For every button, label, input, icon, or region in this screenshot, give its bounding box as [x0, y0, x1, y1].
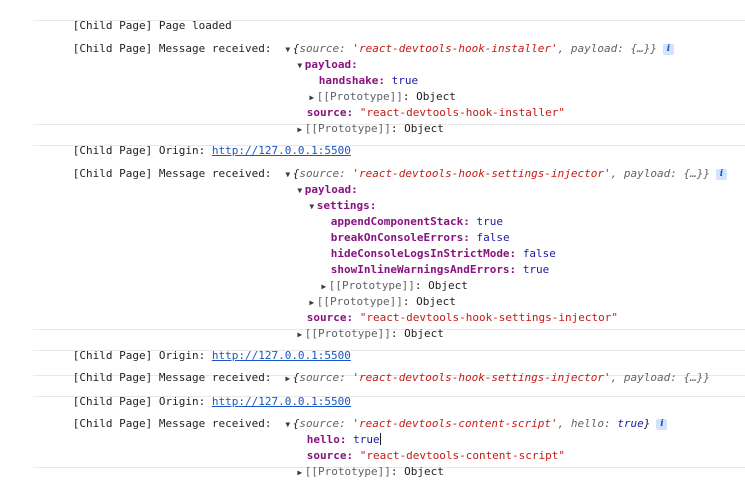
entry-prefix: [Child Page] [72, 371, 153, 384]
console-entry-origin: [Child Page] Origin: http://127.0.0.1:55… [33, 376, 745, 408]
origin-link[interactable]: http://127.0.0.1:5500 [211, 395, 351, 408]
entry-message: Page loaded [158, 19, 232, 32]
hello-row: hello: true [306, 433, 381, 446]
source-row: source: "react-devtools-hook-installer" [306, 106, 566, 119]
expand-triangle-right-icon[interactable]: ▶ [297, 125, 303, 134]
source-row: source: "react-devtools-hook-settings-in… [306, 311, 619, 324]
prototype-row[interactable]: ▶[[Prototype]]: Object [267, 278, 456, 308]
expand-triangle-right-icon[interactable]: ▶ [297, 468, 303, 477]
entry-prefix: [Child Page] [72, 144, 153, 157]
entry-message: Message received: [158, 167, 272, 180]
expand-triangle-down-icon[interactable]: ▼ [285, 170, 291, 179]
entry-prefix: [Child Page] [72, 417, 153, 430]
setting-row: hideConsoleLogsInStrictMode: false [330, 247, 556, 260]
console-entry-origin: [Child Page] Origin: http://127.0.0.1:55… [33, 330, 745, 362]
console-entry-message-content-script: [Child Page] Message received: ▼{source:… [33, 397, 745, 478]
entry-prefix: [Child Page] [72, 349, 153, 362]
object-summary-content-script[interactable]: ▼{source: 'react-devtools-content-script… [243, 400, 668, 430]
console-entry-page-loaded: [Child Page] Page loaded [33, 0, 745, 32]
entry-message: Origin: [158, 144, 206, 157]
setting-row: breakOnConsoleErrors: false [330, 231, 510, 244]
expand-triangle-down-icon[interactable]: ▼ [285, 45, 291, 54]
prototype-row[interactable]: ▶[[Prototype]]: Object [255, 448, 444, 478]
settings-row[interactable]: ▼settings: [267, 182, 376, 212]
entry-prefix: [Child Page] [72, 19, 153, 32]
entry-prefix: [Child Page] [72, 42, 153, 55]
setting-row: appendComponentStack: true [330, 215, 503, 228]
entry-message: Message received: [158, 371, 272, 384]
origin-link[interactable]: http://127.0.0.1:5500 [211, 144, 351, 157]
console-entry-origin: [Child Page] Origin: http://127.0.0.1:55… [33, 125, 745, 157]
expand-triangle-right-icon[interactable]: ▶ [309, 298, 315, 307]
payload-row[interactable]: ▼payload: [255, 41, 357, 71]
console-entry-message-settings-injector: [Child Page] Message received: ▼{source:… [33, 146, 745, 340]
payload-row[interactable]: ▼payload: [255, 166, 357, 196]
info-icon[interactable]: i [656, 419, 668, 430]
expand-triangle-down-icon[interactable]: ▼ [297, 61, 303, 70]
expand-triangle-down-icon[interactable]: ▼ [285, 420, 291, 429]
entry-prefix: [Child Page] [72, 167, 153, 180]
entry-message: Message received: [158, 42, 272, 55]
object-summary-installer[interactable]: ▼{source: 'react-devtools-hook-installer… [243, 25, 675, 55]
info-icon[interactable]: i [663, 44, 675, 55]
console-entry-message-collapsed: [Child Page] Message received: ▶{source:… [33, 351, 745, 384]
source-row: source: "react-devtools-content-script" [306, 449, 566, 462]
prototype-row[interactable]: ▶[[Prototype]]: Object [267, 73, 456, 103]
handshake-row: handshake: true [318, 74, 419, 87]
prototype-row[interactable]: ▶[[Prototype]]: Object [255, 105, 444, 135]
expand-triangle-down-icon[interactable]: ▼ [309, 202, 315, 211]
prototype-row[interactable]: ▶[[Prototype]]: Object [279, 262, 468, 292]
prototype-row[interactable]: ▶[[Prototype]]: Object [255, 310, 444, 340]
expand-triangle-right-icon[interactable]: ▶ [285, 374, 291, 383]
setting-row: showInlineWarningsAndErrors: true [330, 263, 550, 276]
text-caret [379, 433, 381, 445]
entry-message: Origin: [158, 395, 206, 408]
entry-message: Origin: [158, 349, 206, 362]
expand-triangle-down-icon[interactable]: ▼ [297, 186, 303, 195]
console-entry-message-installer: [Child Page] Message received: ▼{source:… [33, 21, 745, 135]
console-gutter [0, 0, 30, 469]
origin-link[interactable]: http://127.0.0.1:5500 [211, 349, 351, 362]
entry-message: Message received: [158, 417, 272, 430]
entry-prefix: [Child Page] [72, 395, 153, 408]
object-summary-settings-injector[interactable]: ▼{source: 'react-devtools-hook-settings-… [243, 150, 727, 180]
info-icon[interactable]: i [715, 169, 727, 180]
expand-triangle-right-icon[interactable]: ▶ [321, 282, 327, 291]
expand-triangle-right-icon[interactable]: ▶ [309, 93, 315, 102]
expand-triangle-right-icon[interactable]: ▶ [297, 330, 303, 339]
object-summary-collapsed[interactable]: ▶{source: 'react-devtools-hook-settings-… [243, 354, 710, 384]
